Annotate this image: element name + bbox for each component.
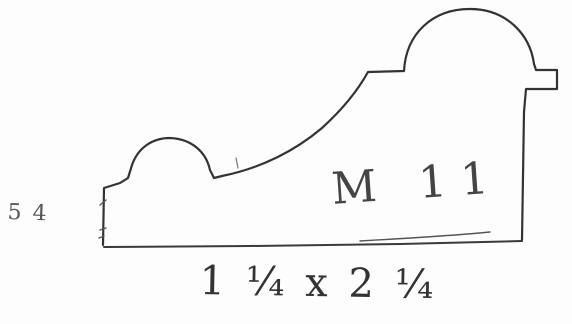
- profile-inner-stroke: [359, 231, 491, 242]
- bead-tick-mark: [235, 157, 239, 169]
- left-edge-scribble: [98, 199, 107, 239]
- profile-outline: [101, 7, 559, 247]
- left-margin-note: 5 4: [7, 200, 49, 227]
- profile-base-line: [103, 240, 523, 248]
- dimension-label: 1 ¼ x 2 ¼: [199, 258, 438, 309]
